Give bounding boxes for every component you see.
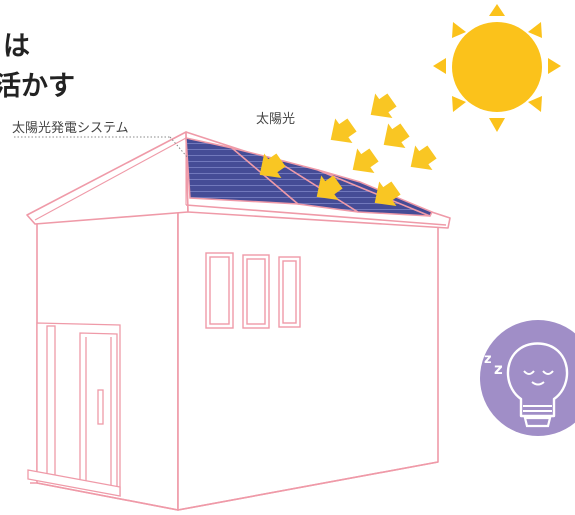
headline-line-2: 活かす — [0, 71, 75, 102]
house-gable — [26, 131, 189, 225]
svg-text:z: z — [494, 360, 503, 378]
arrow-icon — [330, 118, 357, 144]
sleeping-light-bulb-icon: z z — [480, 320, 575, 436]
house-door — [27, 322, 121, 497]
house-windows — [205, 252, 301, 329]
arrow-icon — [352, 148, 379, 174]
arrow-icon — [374, 181, 401, 207]
arrow-icon — [316, 175, 343, 201]
svg-text:z: z — [484, 352, 492, 367]
sunlight-arrows — [259, 93, 437, 207]
headline-line-1: は — [3, 31, 30, 62]
sun-icon — [433, 4, 561, 132]
arrow-icon — [259, 153, 286, 179]
sunlight-label: 太陽光 — [256, 112, 296, 127]
arrow-icon — [370, 93, 397, 119]
house-side-wall — [177, 204, 439, 511]
arrow-icon — [383, 123, 410, 149]
arrow-icon — [410, 145, 437, 171]
solar-system-label: 太陽光発電システム — [12, 121, 129, 136]
